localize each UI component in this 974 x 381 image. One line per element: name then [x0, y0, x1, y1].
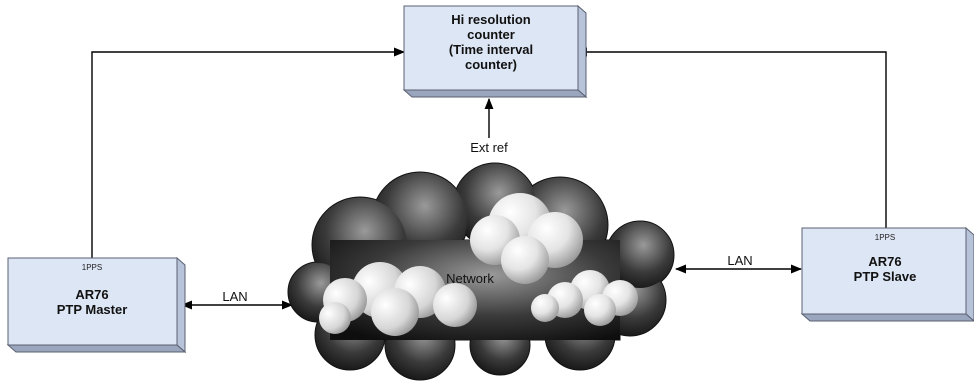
counter-line-3: (Time interval — [449, 42, 533, 57]
counter-line-2: counter — [467, 27, 515, 42]
slave-1pps-label: 1PPS — [875, 233, 895, 242]
network-cloud-icon — [287, 162, 675, 381]
master-line-1: AR76 — [75, 287, 108, 302]
network-label: Network — [446, 271, 494, 286]
ext-ref-label: Ext ref — [470, 140, 508, 155]
slave-to-counter-line — [575, 47, 887, 228]
lan-left-label: LAN — [222, 289, 247, 304]
ptp-master-box: 1PPS AR76 PTP Master — [6, 256, 187, 354]
counter-box: Hi resolution counter (Time interval cou… — [402, 4, 588, 99]
master-line-2: PTP Master — [57, 302, 128, 317]
counter-line-1: Hi resolution — [451, 12, 531, 27]
master-1pps-label: 1PPS — [82, 263, 102, 272]
ptp-slave-box: 1PPS AR76 PTP Slave — [800, 226, 974, 322]
master-to-counter-line — [91, 47, 406, 258]
counter-line-4: counter) — [465, 57, 517, 72]
connector-lines — [91, 47, 887, 310]
slave-line-1: AR76 — [868, 254, 901, 269]
lan-right-label: LAN — [727, 253, 752, 268]
slave-line-2: PTP Slave — [854, 269, 917, 284]
